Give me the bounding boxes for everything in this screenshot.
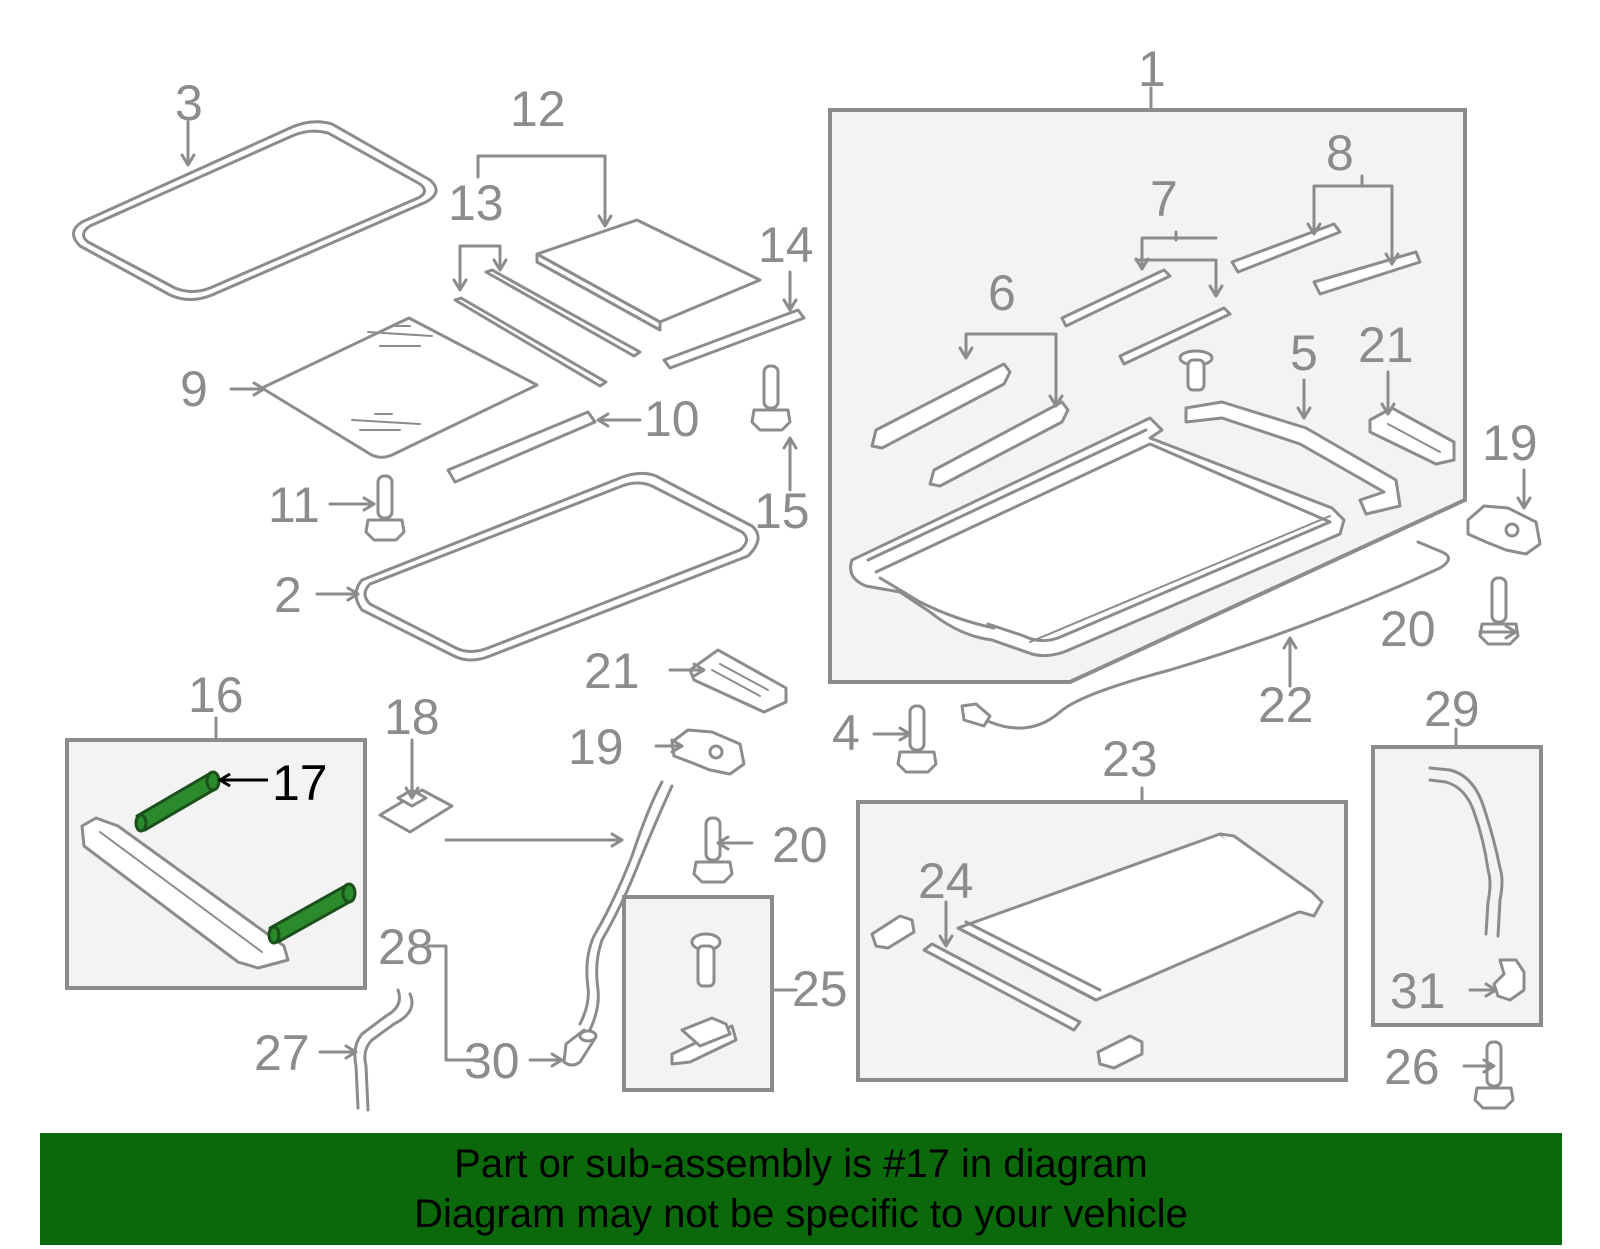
callout-29: 29 <box>1424 681 1480 737</box>
callout-10: 10 <box>644 391 700 447</box>
part-25-bolt <box>690 932 722 988</box>
part-9-glass <box>260 316 539 459</box>
part-23-sunshade <box>956 832 1324 1002</box>
part-12-panel <box>535 218 762 332</box>
part-31-clamp <box>1492 958 1526 1002</box>
part-17-pin <box>134 770 357 945</box>
callout-24: 24 <box>918 853 974 909</box>
part-24-rail <box>922 942 1082 1032</box>
part-18-clip <box>378 788 454 834</box>
bolt-15 <box>750 364 792 432</box>
part-10-deflector <box>446 410 597 484</box>
plug <box>1178 349 1214 392</box>
leader-17 <box>217 772 268 788</box>
part-2-seal <box>354 471 760 662</box>
callout-21-right: 21 <box>1358 317 1414 373</box>
part-19-motor-left <box>670 728 746 776</box>
callout-6: 6 <box>988 265 1016 321</box>
callout-7: 7 <box>1150 171 1178 227</box>
part-22-cable <box>960 540 1450 730</box>
callout-16: 16 <box>188 667 244 723</box>
banner-line-1: Part or sub-assembly is #17 in diagram <box>454 1142 1148 1186</box>
callout-31: 31 <box>1390 963 1446 1019</box>
callout-27: 27 <box>254 1025 310 1081</box>
callout-2: 2 <box>274 567 302 623</box>
info-banner: Part or sub-assembly is #17 in diagram D… <box>40 1133 1562 1245</box>
callout-12: 12 <box>510 81 566 137</box>
leader-lines <box>180 86 1532 1074</box>
callout-20-left: 20 <box>772 817 828 873</box>
callout-22: 22 <box>1258 677 1314 733</box>
part-19-motor-right <box>1466 504 1542 556</box>
part-1-sunroof-frame <box>849 416 1346 658</box>
callout-28: 28 <box>378 919 434 975</box>
part-21-bracket-left <box>688 648 788 714</box>
callout-15: 15 <box>754 483 810 539</box>
callout-14: 14 <box>758 217 814 273</box>
part-13-strips <box>453 268 642 388</box>
callout-1: 1 <box>1138 41 1166 97</box>
part-14-strip <box>662 308 806 370</box>
callout-17: 17 <box>272 755 328 811</box>
part-30-connector <box>562 1028 598 1067</box>
callout-5: 5 <box>1290 325 1318 381</box>
bolt-11 <box>364 474 406 542</box>
part-27-hose <box>353 988 414 1112</box>
bolt-20-left <box>692 816 734 884</box>
callout-9: 9 <box>180 361 208 417</box>
callout-3: 3 <box>175 75 203 131</box>
part-5-frame <box>1184 400 1402 516</box>
part-29-hose <box>1428 766 1504 938</box>
callout-23: 23 <box>1102 731 1158 787</box>
callout-19-left: 19 <box>568 719 624 775</box>
part-3-weatherstrip <box>72 120 438 301</box>
callout-11: 11 <box>268 477 320 533</box>
bolt-26 <box>1473 1040 1515 1110</box>
callout-21-left: 21 <box>584 643 640 699</box>
callout-8: 8 <box>1326 125 1354 181</box>
part-25-clip <box>670 1016 738 1066</box>
assembly-box-25 <box>622 895 774 1092</box>
parts-diagram: 1 3 12 13 14 8 7 6 5 21 19 20 22 9 10 11… <box>65 41 1543 1112</box>
callout-30: 30 <box>464 1033 520 1089</box>
callout-19-right: 19 <box>1482 415 1538 471</box>
part-7-rails <box>1060 268 1232 366</box>
callout-18: 18 <box>384 689 440 745</box>
part-6-rails <box>870 362 1070 488</box>
callout-4: 4 <box>832 705 860 761</box>
bolt-4 <box>896 704 938 774</box>
callout-13: 13 <box>448 175 504 231</box>
part-16-bracket <box>80 816 290 970</box>
callout-26: 26 <box>1384 1039 1440 1095</box>
part-28-hose <box>578 780 674 1032</box>
banner-line-2: Diagram may not be specific to your vehi… <box>414 1192 1188 1236</box>
part-23-end-caps <box>870 914 1144 1070</box>
callout-25: 25 <box>792 961 848 1017</box>
callout-20-right: 20 <box>1380 601 1436 657</box>
